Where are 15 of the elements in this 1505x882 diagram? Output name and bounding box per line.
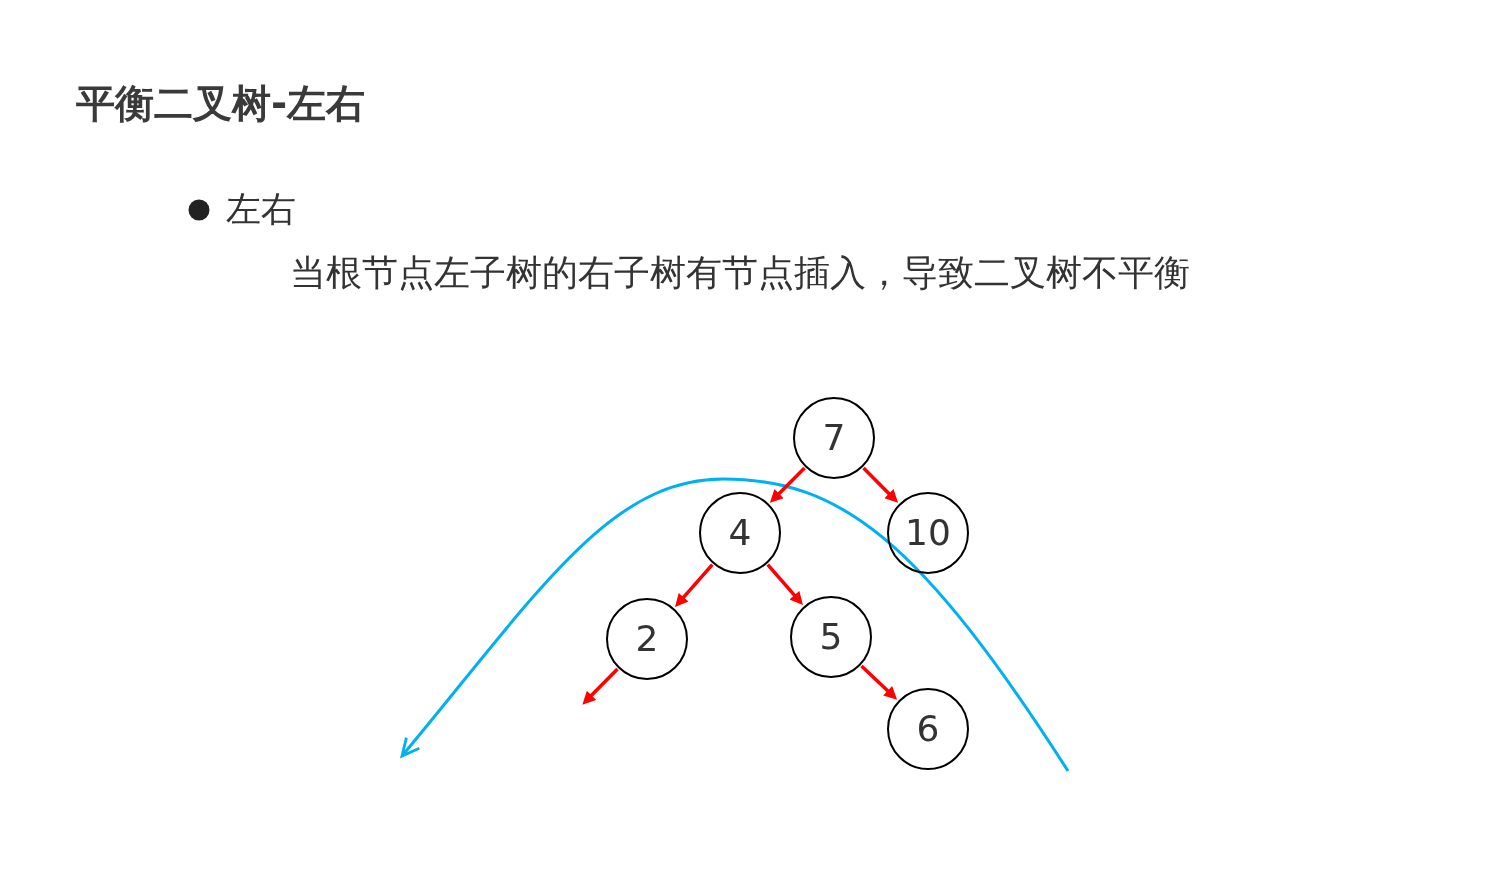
description-text: 当根节点左子树的右子树有节点插入，导致二叉树不平衡 [290,253,1190,293]
node-circle: 5 [790,596,872,678]
arrow [582,667,619,705]
arrow [675,563,714,608]
node-circle: 6 [887,688,969,770]
node-circle: 10 [887,492,969,574]
list-item-text: 左右 [226,190,296,229]
title: 平衡二叉树-左右 [76,83,366,125]
arrow [860,664,898,700]
node-circle: 4 [699,492,781,574]
node-circle: 2 [606,598,688,680]
arrow [769,466,806,503]
node-circle: 7 [793,397,875,479]
arrow [766,563,803,605]
arrow [862,466,899,503]
